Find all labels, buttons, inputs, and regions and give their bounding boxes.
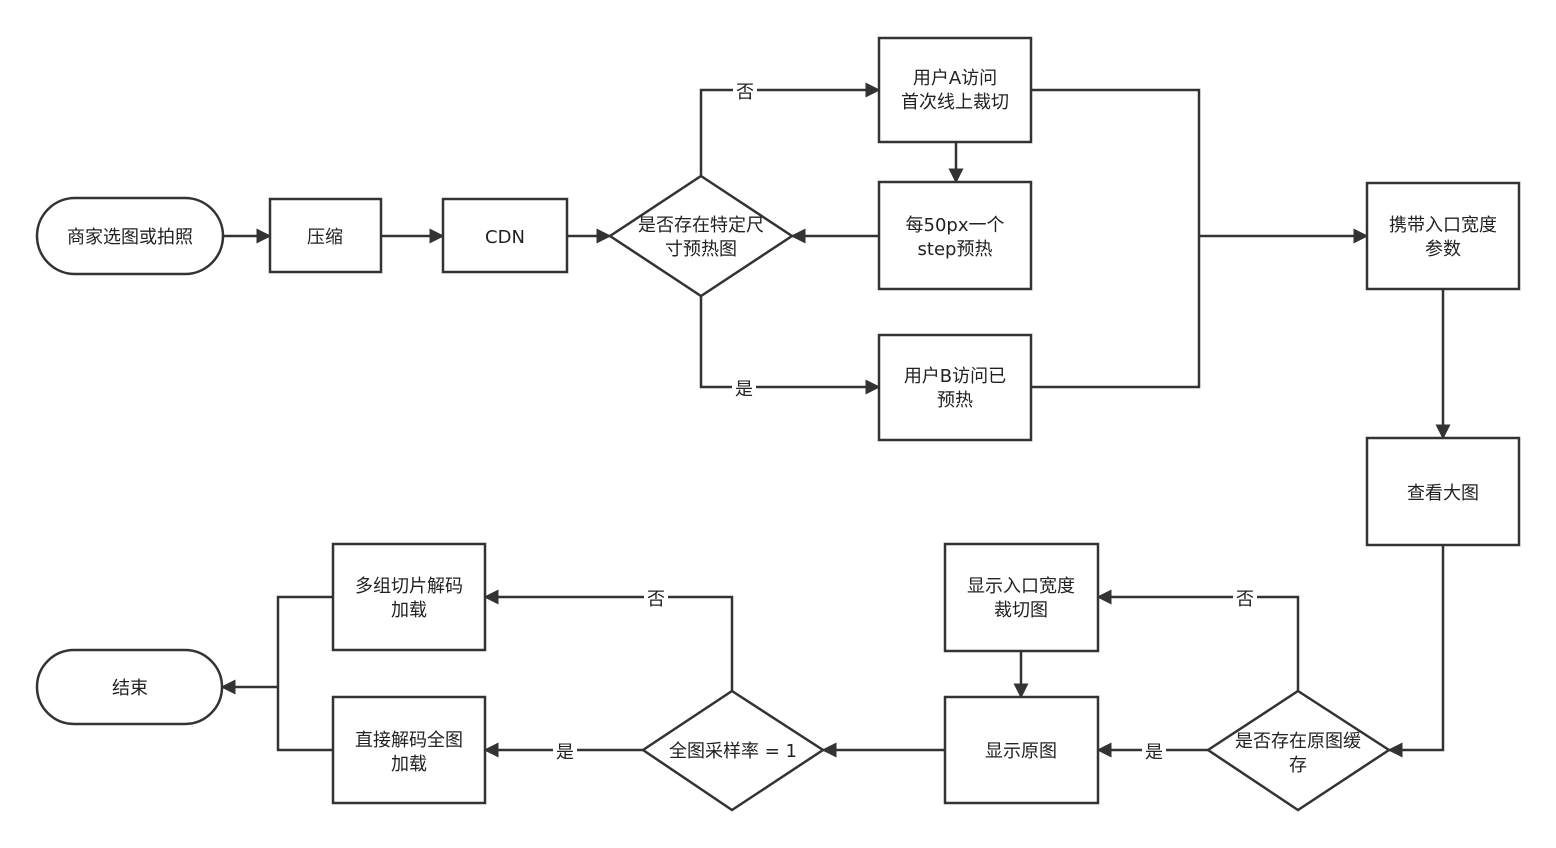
node-check-cache-line2: 存 — [1289, 755, 1307, 776]
node-cdn-label: CDN — [485, 227, 525, 248]
node-carry-params: 携带入口宽度 参数 — [1365, 181, 1521, 291]
node-direct-decode-line1: 直接解码全图 — [355, 730, 463, 751]
edge-user-b-merge — [1031, 236, 1201, 389]
edge-cache-crop — [1096, 589, 1300, 691]
node-view-large-label: 查看大图 — [1407, 483, 1479, 504]
node-user-b: 用户B访问已 预热 — [877, 333, 1033, 442]
edge-view-cache — [1387, 545, 1445, 758]
node-step-preheat-line2: step预热 — [918, 239, 993, 260]
node-direct-decode: 直接解码全图 加载 — [331, 695, 487, 805]
node-show-crop-line1: 显示入口宽度 — [967, 576, 1075, 597]
node-check-sample: 全图采样率 = 1 — [640, 689, 826, 812]
node-check-cache-line1: 是否存在原图缓 — [1235, 731, 1361, 752]
edge-labels: 否 是 否 是 否 是 — [553, 80, 1257, 763]
node-user-a-line2: 首次线上裁切 — [901, 92, 1009, 113]
node-start-label: 商家选图或拍照 — [67, 227, 193, 248]
node-show-original: 显示原图 — [943, 695, 1100, 805]
node-direct-decode-line2: 加载 — [391, 754, 427, 775]
node-view-large: 查看大图 — [1365, 436, 1521, 547]
edge-label-cache-no: 否 — [1236, 589, 1254, 610]
edge-label-sample-yes: 是 — [556, 742, 574, 763]
nodes: 商家选图或拍照 压缩 CDN 是否存在特定尺 寸预热图 用户A访问 首次线上裁切… — [35, 36, 1521, 812]
edge-user-a-merge — [1031, 88, 1201, 236]
node-check-preheat-line2: 寸预热图 — [665, 239, 737, 260]
edge-direct-merge — [276, 687, 333, 752]
edge-check-user-a — [699, 82, 881, 176]
node-check-preheat: 是否存在特定尺 寸预热图 — [607, 174, 795, 298]
node-cdn: CDN — [441, 197, 569, 274]
node-check-sample-label: 全图采样率 = 1 — [669, 741, 797, 762]
node-show-crop-line2: 裁切图 — [994, 600, 1048, 621]
node-user-b-line2: 预热 — [937, 390, 973, 411]
node-compress-label: 压缩 — [307, 227, 343, 248]
node-multi-decode: 多组切片解码 加载 — [331, 542, 487, 652]
node-show-crop: 显示入口宽度 裁切图 — [943, 542, 1100, 653]
node-check-preheat-line1: 是否存在特定尺 — [638, 215, 764, 236]
edge-label-cache-yes: 是 — [1145, 742, 1163, 763]
edge-sample-multi — [483, 589, 734, 691]
node-user-b-line1: 用户B访问已 — [904, 366, 1006, 387]
node-user-a-line1: 用户A访问 — [913, 68, 997, 89]
node-compress: 压缩 — [268, 197, 383, 274]
edge-multi-merge — [276, 595, 333, 687]
edge-label-preheat-yes: 是 — [735, 379, 753, 400]
node-multi-decode-line1: 多组切片解码 — [355, 576, 463, 597]
node-step-preheat-line1: 每50px一个 — [906, 215, 1005, 236]
node-show-original-label: 显示原图 — [985, 741, 1057, 762]
edge-label-preheat-no: 否 — [736, 82, 754, 103]
node-user-a: 用户A访问 首次线上裁切 — [877, 36, 1033, 144]
edge-label-sample-no: 否 — [647, 589, 665, 610]
node-end: 结束 — [35, 648, 224, 726]
node-multi-decode-line2: 加载 — [391, 600, 427, 621]
edge-check-user-b — [699, 296, 881, 395]
node-check-cache: 是否存在原图缓 存 — [1205, 689, 1392, 812]
node-step-preheat: 每50px一个 step预热 — [877, 180, 1033, 291]
node-carry-params-line1: 携带入口宽度 — [1389, 215, 1497, 236]
node-carry-params-line2: 参数 — [1425, 239, 1461, 260]
node-end-label: 结束 — [112, 678, 148, 699]
node-start: 商家选图或拍照 — [35, 196, 225, 276]
